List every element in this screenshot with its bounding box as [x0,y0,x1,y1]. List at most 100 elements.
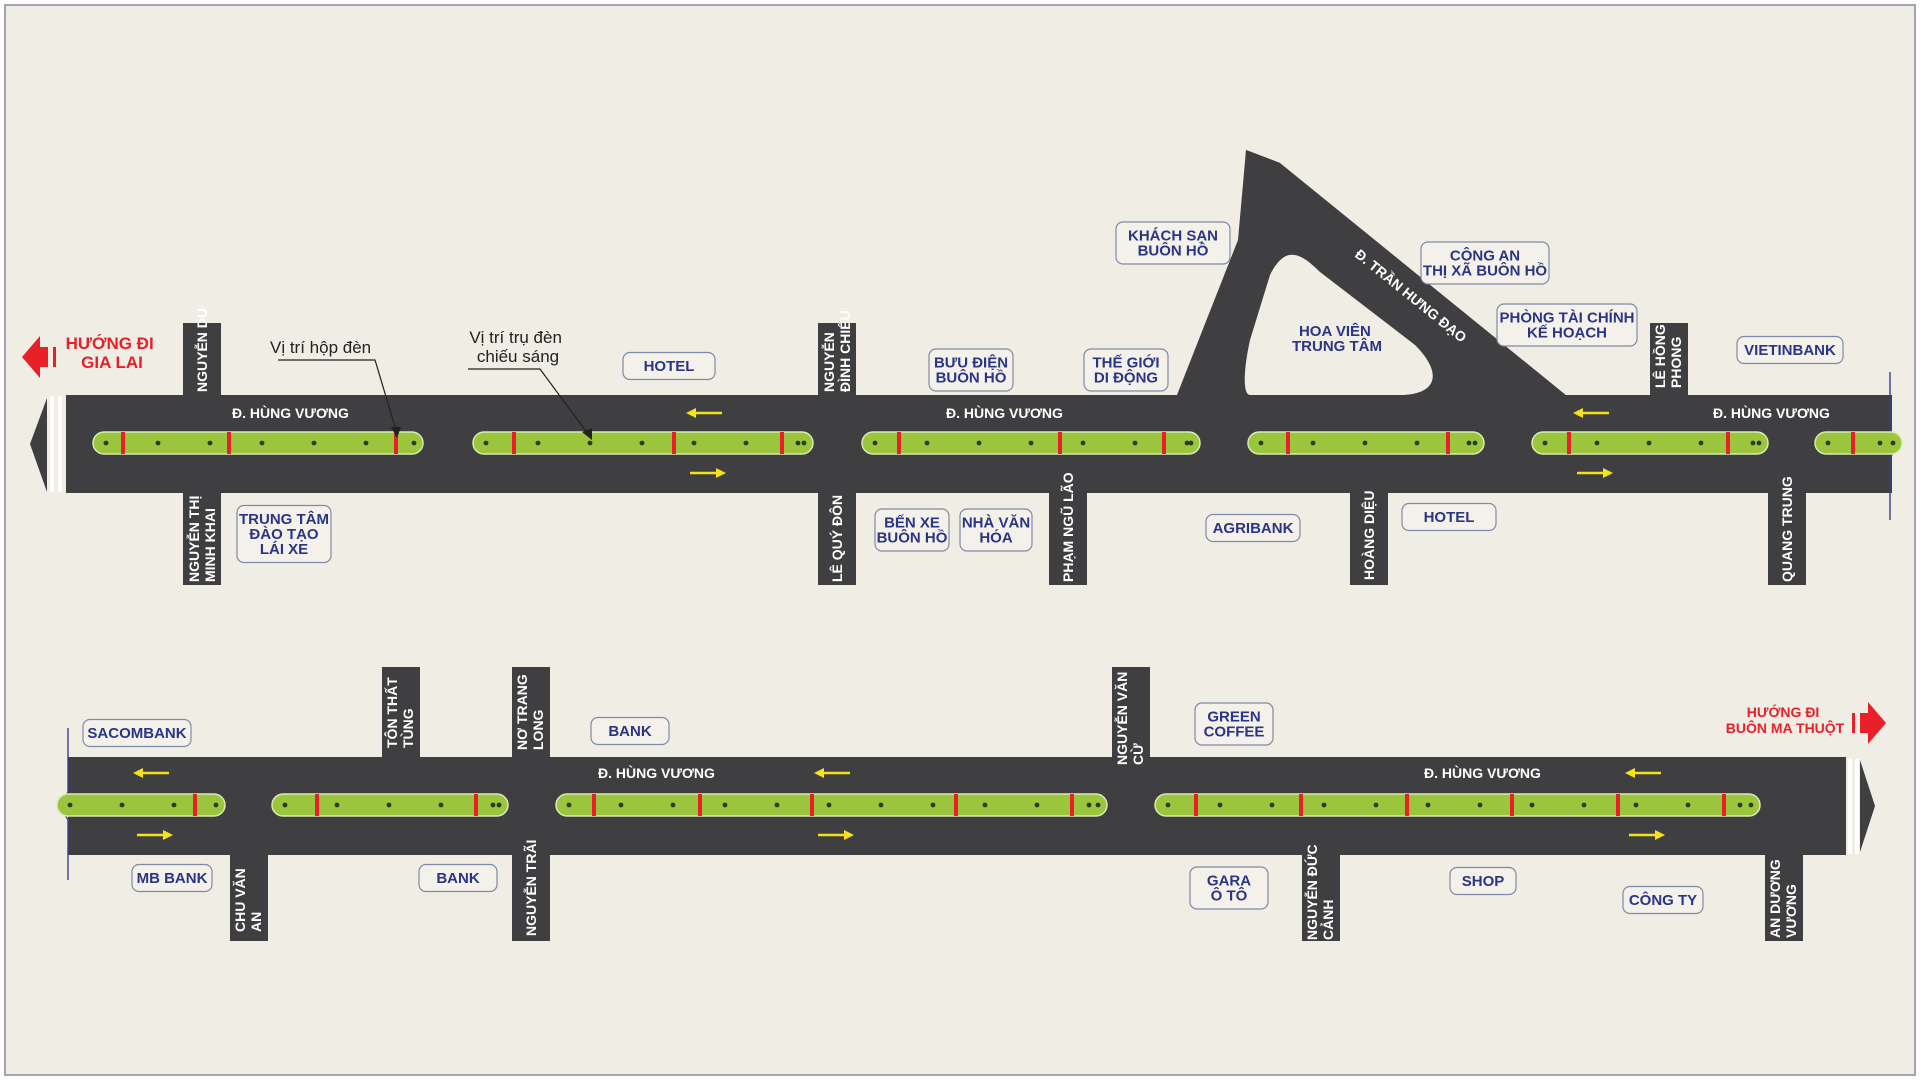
light-pole-dot [67,802,73,808]
street-ton-that-tung [382,667,420,761]
direction-right: HƯỚNG ĐI BUÔN MA THUỘT [1726,702,1886,744]
label-ton-that-tung-1: TÔN THẤT [383,677,400,748]
light-pole-dot [155,440,161,446]
place-text-line: COFFEE [1204,724,1265,741]
direction-left-arrow-icon [22,336,56,378]
light-pole-dot [1028,440,1034,446]
light-pole-dot [438,802,444,808]
median-5 [1531,431,1769,455]
light-box-marker [897,432,901,454]
arrow-right-icon [137,830,173,840]
place-agribank: AGRIBANK [1205,513,1301,543]
place-box [1736,335,1844,365]
label-chu-van-an: CHU VĂN AN [232,864,264,932]
place-box [928,348,1014,392]
arrow-right-icon [690,468,726,478]
road-right-end-cap [1860,760,1875,852]
place-box [1115,221,1231,265]
median-8 [271,793,509,817]
light-pole-dot [1646,440,1652,446]
label-nguyen-du: NGUYỄN DU [194,308,210,392]
light-pole-dot [1362,440,1368,446]
light-box-marker [1446,432,1450,454]
legend-annotations: Vị trí hộp đèn Vị trí trụ đèn chiếu sáng [270,328,592,440]
light-pole-dot [386,802,392,808]
median-strip [92,431,424,455]
road-name-top-2: Đ. HÙNG VƯƠNG [946,404,1063,421]
light-pole-dot [1034,802,1040,808]
arrow-head [163,830,173,840]
label-le-hong-phong-2: PHONG [1668,337,1684,388]
label-no-trang-long: NƠ TRANG LONG [514,670,546,750]
lane-arrows-layer [133,408,1665,840]
legend-light-box-arrowhead [391,427,401,438]
light-box-marker [474,794,478,816]
label-hoang-dieu: HOÀNG DIỆU [1360,491,1377,580]
place-text: CÔNG TY [1629,891,1697,909]
median-9 [555,793,1108,817]
place-text-line: VIETINBANK [1744,342,1836,359]
light-pole-dot [1737,802,1743,808]
light-pole-dot [924,440,930,446]
label-nguyen-thi-minh-khai: NGUYỄN THỊ MINH KHAI [186,492,218,582]
light-box-marker [193,794,197,816]
label-pham-ngu-lao: PHẠM NGŨ LÃO [1059,472,1076,582]
light-pole-dot [801,440,807,446]
place-text-line: THẾ GIỚI [1093,354,1160,372]
arrow-head [686,408,696,418]
place-text: BANK [608,723,651,740]
place-box [418,863,498,893]
place-text: BANK [436,870,479,887]
place-text-line: SHOP [1462,873,1505,890]
light-pole-dot [1466,440,1472,446]
place-shop: SHOP [1449,866,1517,896]
light-pole-dot [1472,440,1478,446]
light-pole-dot [691,440,697,446]
light-box-marker [1286,432,1290,454]
light-pole-dot [878,802,884,808]
light-box-marker [672,432,676,454]
label-chu-van-an-1: CHU VĂN [232,868,248,932]
light-pole-dot [1095,802,1101,808]
light-pole-dot [1165,802,1171,808]
label-nguyen-van-cu-2: CỪ [1129,743,1146,765]
light-box-marker [1405,794,1409,816]
label-nguyen-dinh-chieu-2: ĐÌNH CHIỂU [836,310,853,392]
label-nguyen-van-cu-1: NGUYỄN VĂN [1114,672,1130,765]
place-text-line: BUÔN HỒ [877,529,948,547]
label-an-duong-vuong-2: VƯƠNG [1783,884,1799,938]
light-pole-dot [566,802,572,808]
light-pole-dot [1890,440,1896,446]
place-box [1083,348,1169,392]
light-box-marker [1070,794,1074,816]
place-text-line: MB BANK [137,870,208,887]
arrow-left-icon [686,408,722,418]
light-pole-dot [930,802,936,808]
light-box-marker [954,794,958,816]
arrow-head [814,768,824,778]
light-box-marker [1510,794,1514,816]
light-pole-dot [1132,440,1138,446]
light-pole-dot [774,802,780,808]
label-nguyen-dinh-chieu-1: NGUYỄN [821,332,837,392]
light-pole-dot [795,440,801,446]
label-an-duong-vuong-1: AN DƯƠNG [1767,859,1783,938]
label-le-hong-phong: LÊ HỒNG PHONG [1651,320,1684,388]
label-le-quy-don: LÊ QUÝ ĐÔN [828,495,845,582]
light-box-marker [1851,432,1855,454]
light-pole-dot [1184,440,1190,446]
arrow-right-icon [818,830,854,840]
place-box [874,508,950,552]
light-pole-dot [1269,802,1275,808]
street-nguyen-trai [512,852,550,941]
place-text-line: HÓA [979,529,1013,547]
place-text: AGRIBANK [1213,520,1294,537]
place-sacombank: SACOMBANK [82,718,192,748]
